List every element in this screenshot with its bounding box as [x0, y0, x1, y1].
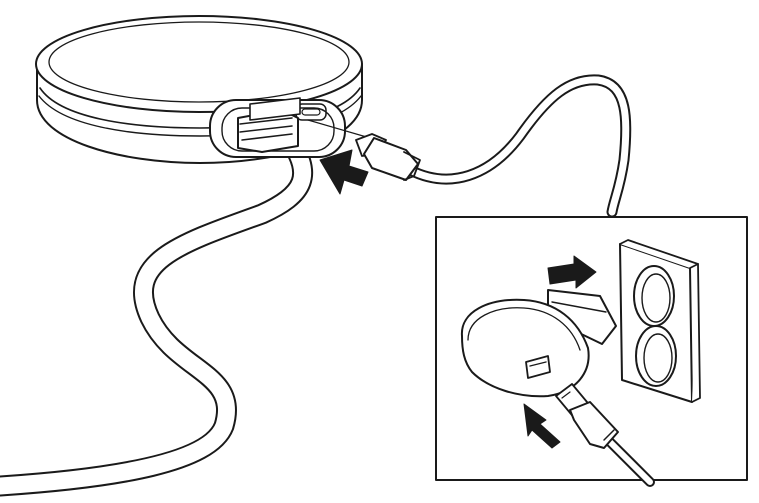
arrow-adapter-to-outlet: [547, 255, 597, 289]
arrow-into-device-port: [319, 149, 369, 195]
usb-a-cable: [603, 435, 655, 487]
round-device: [35, 15, 371, 164]
usb-a-plug: [555, 383, 619, 449]
arrow-usb-into-adapter: [523, 403, 561, 449]
usb-c-plug: [355, 133, 421, 181]
usb-c-cable: [404, 74, 632, 218]
wall-outlet: [619, 239, 701, 403]
device-cable: [0, 124, 314, 497]
wall-adapter: [460, 289, 617, 398]
device-cable-plug: [237, 97, 301, 153]
